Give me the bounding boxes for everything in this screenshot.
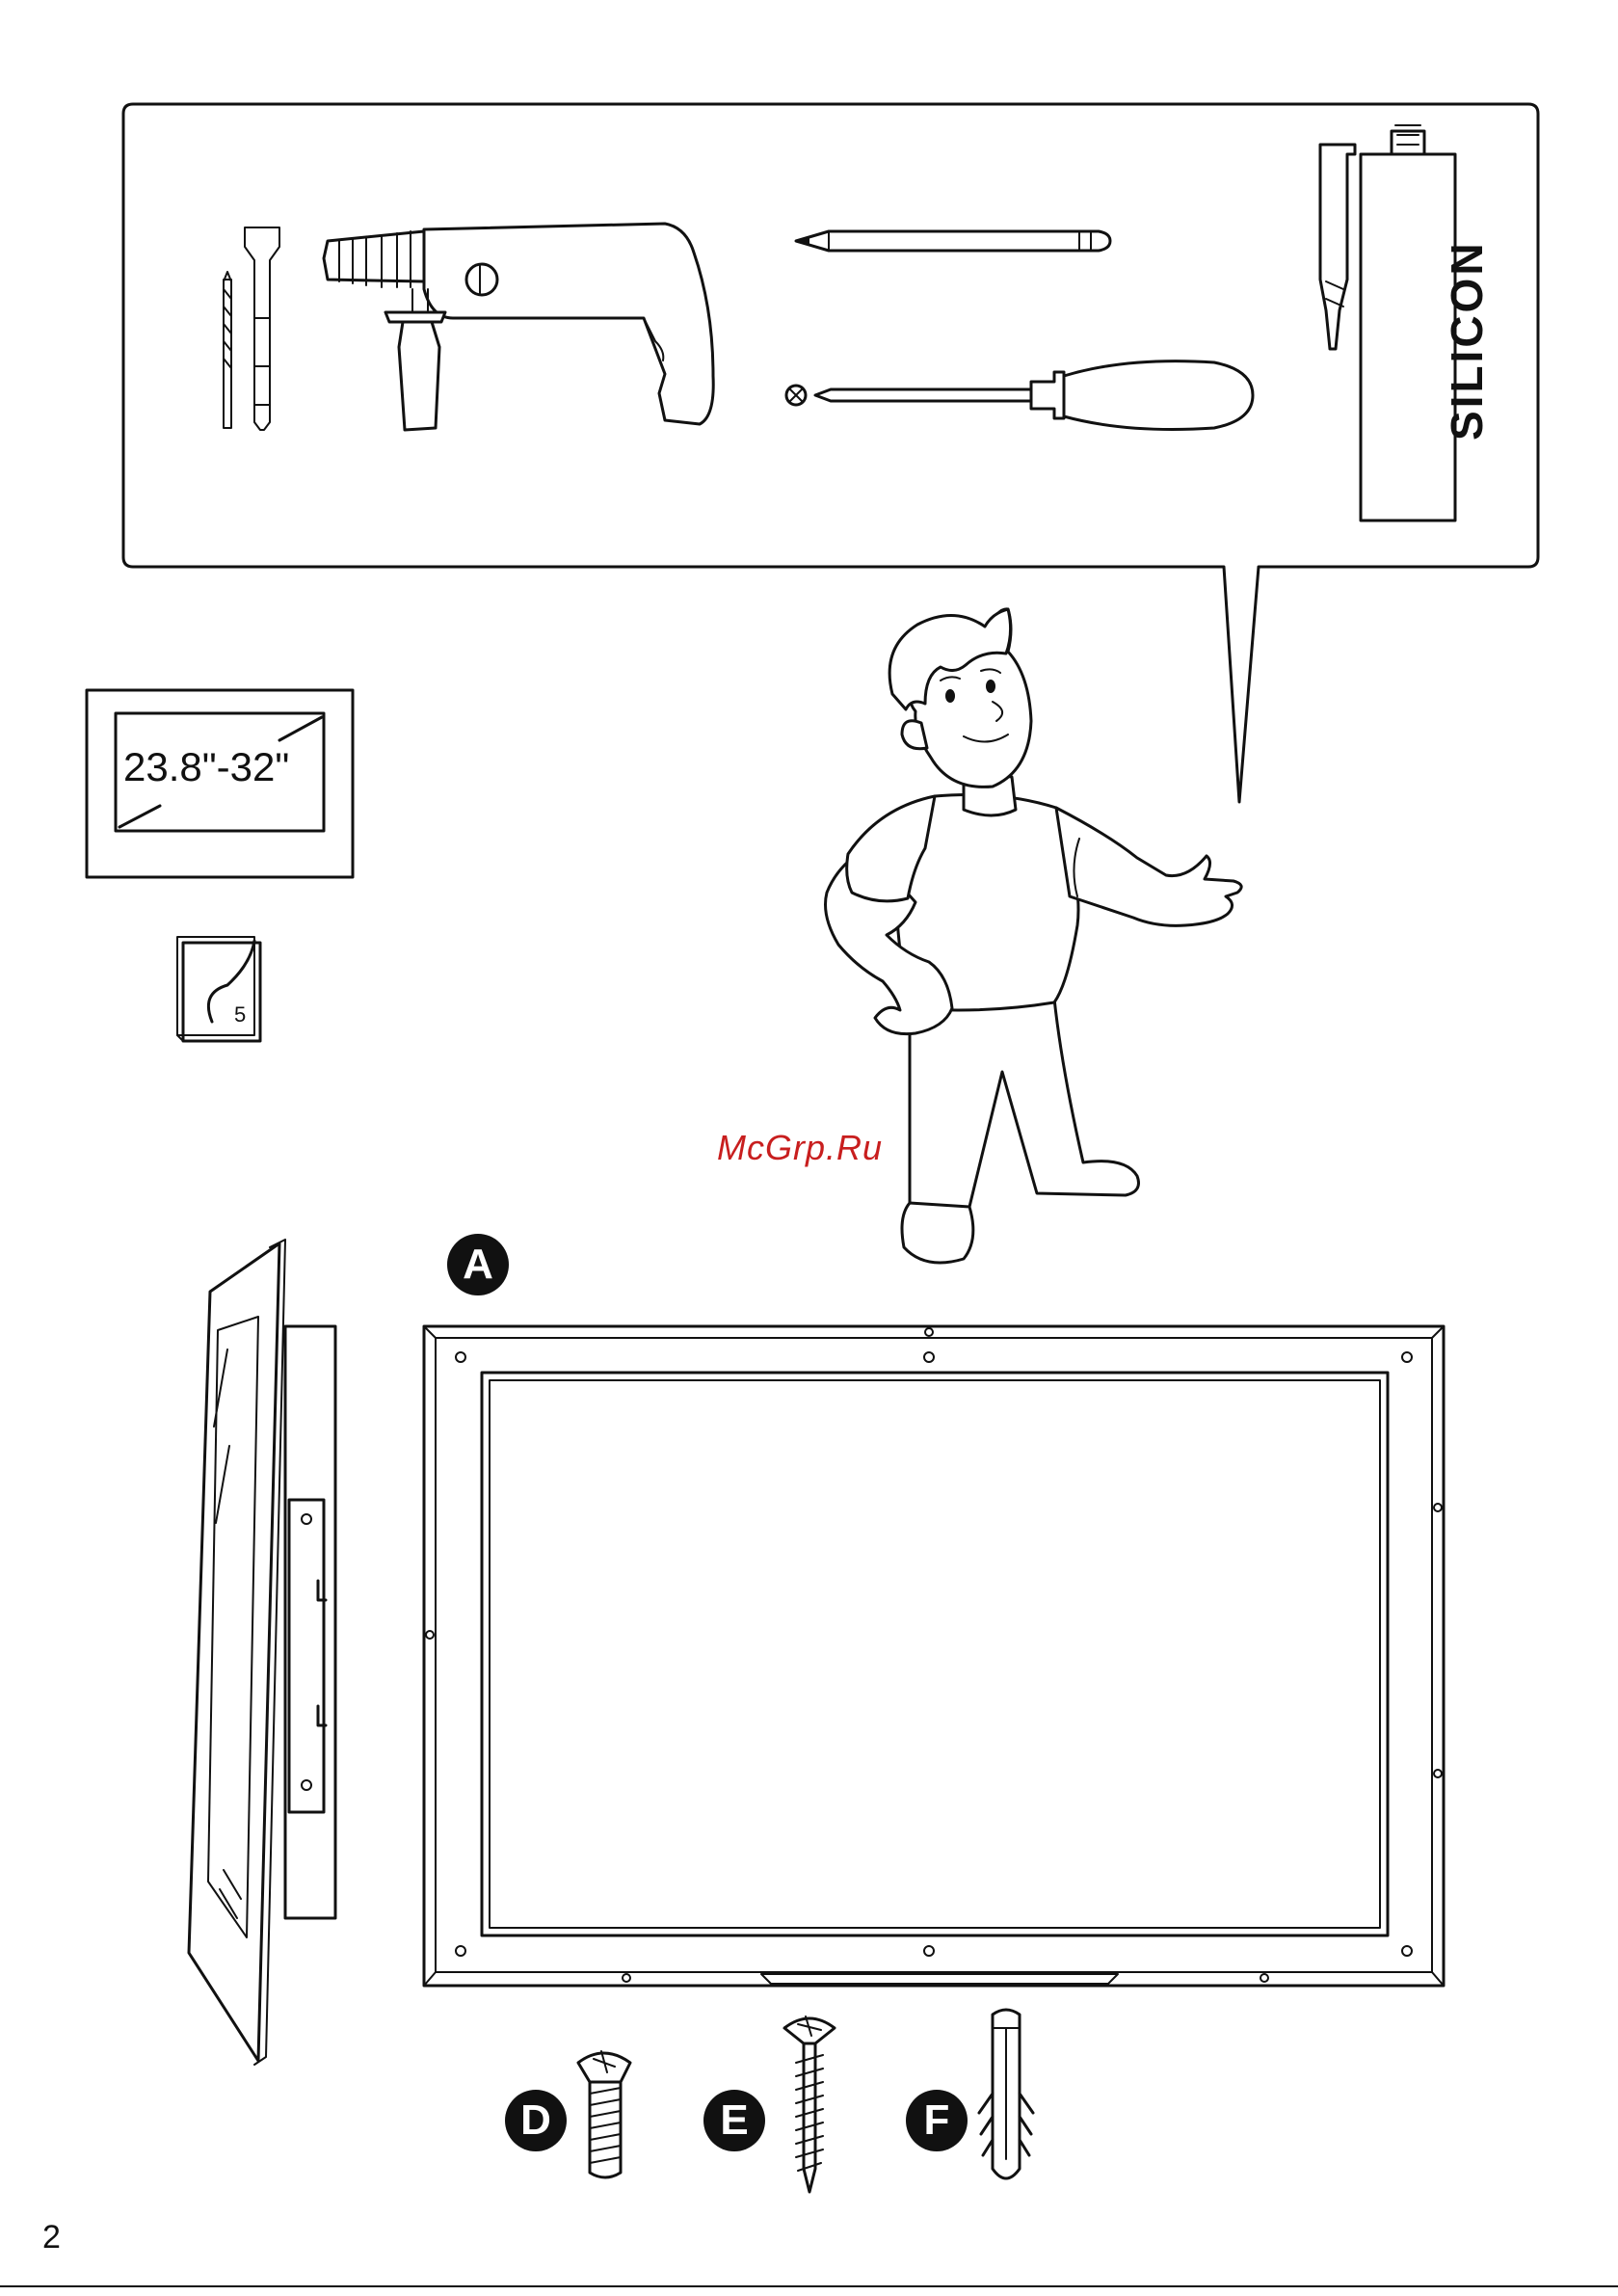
page-reference-number: 5: [234, 1002, 246, 1028]
tv-side-view: [189, 1240, 335, 2065]
part-f-badge: F: [906, 2090, 968, 2151]
silicone-label: SILICON: [1441, 248, 1493, 441]
screw-d-icon: [578, 2051, 630, 2177]
pencil-icon: [796, 231, 1110, 251]
screw-e-icon: [784, 2016, 835, 2192]
wall-plug-f-icon: [979, 2010, 1033, 2178]
part-d-badge: D: [505, 2090, 567, 2151]
watermark-text: McGrp.Ru: [717, 1128, 883, 1168]
page-reference-booklet: [177, 937, 260, 1041]
page-number: 2: [42, 2219, 61, 2256]
screen-size-label: 23.8"-32": [123, 744, 289, 790]
part-a-badge: A: [447, 1234, 509, 1295]
cartoon-man-figure: [826, 609, 1242, 1263]
part-e-badge: E: [703, 2090, 765, 2151]
wall-bracket-frame: [424, 1326, 1444, 1986]
